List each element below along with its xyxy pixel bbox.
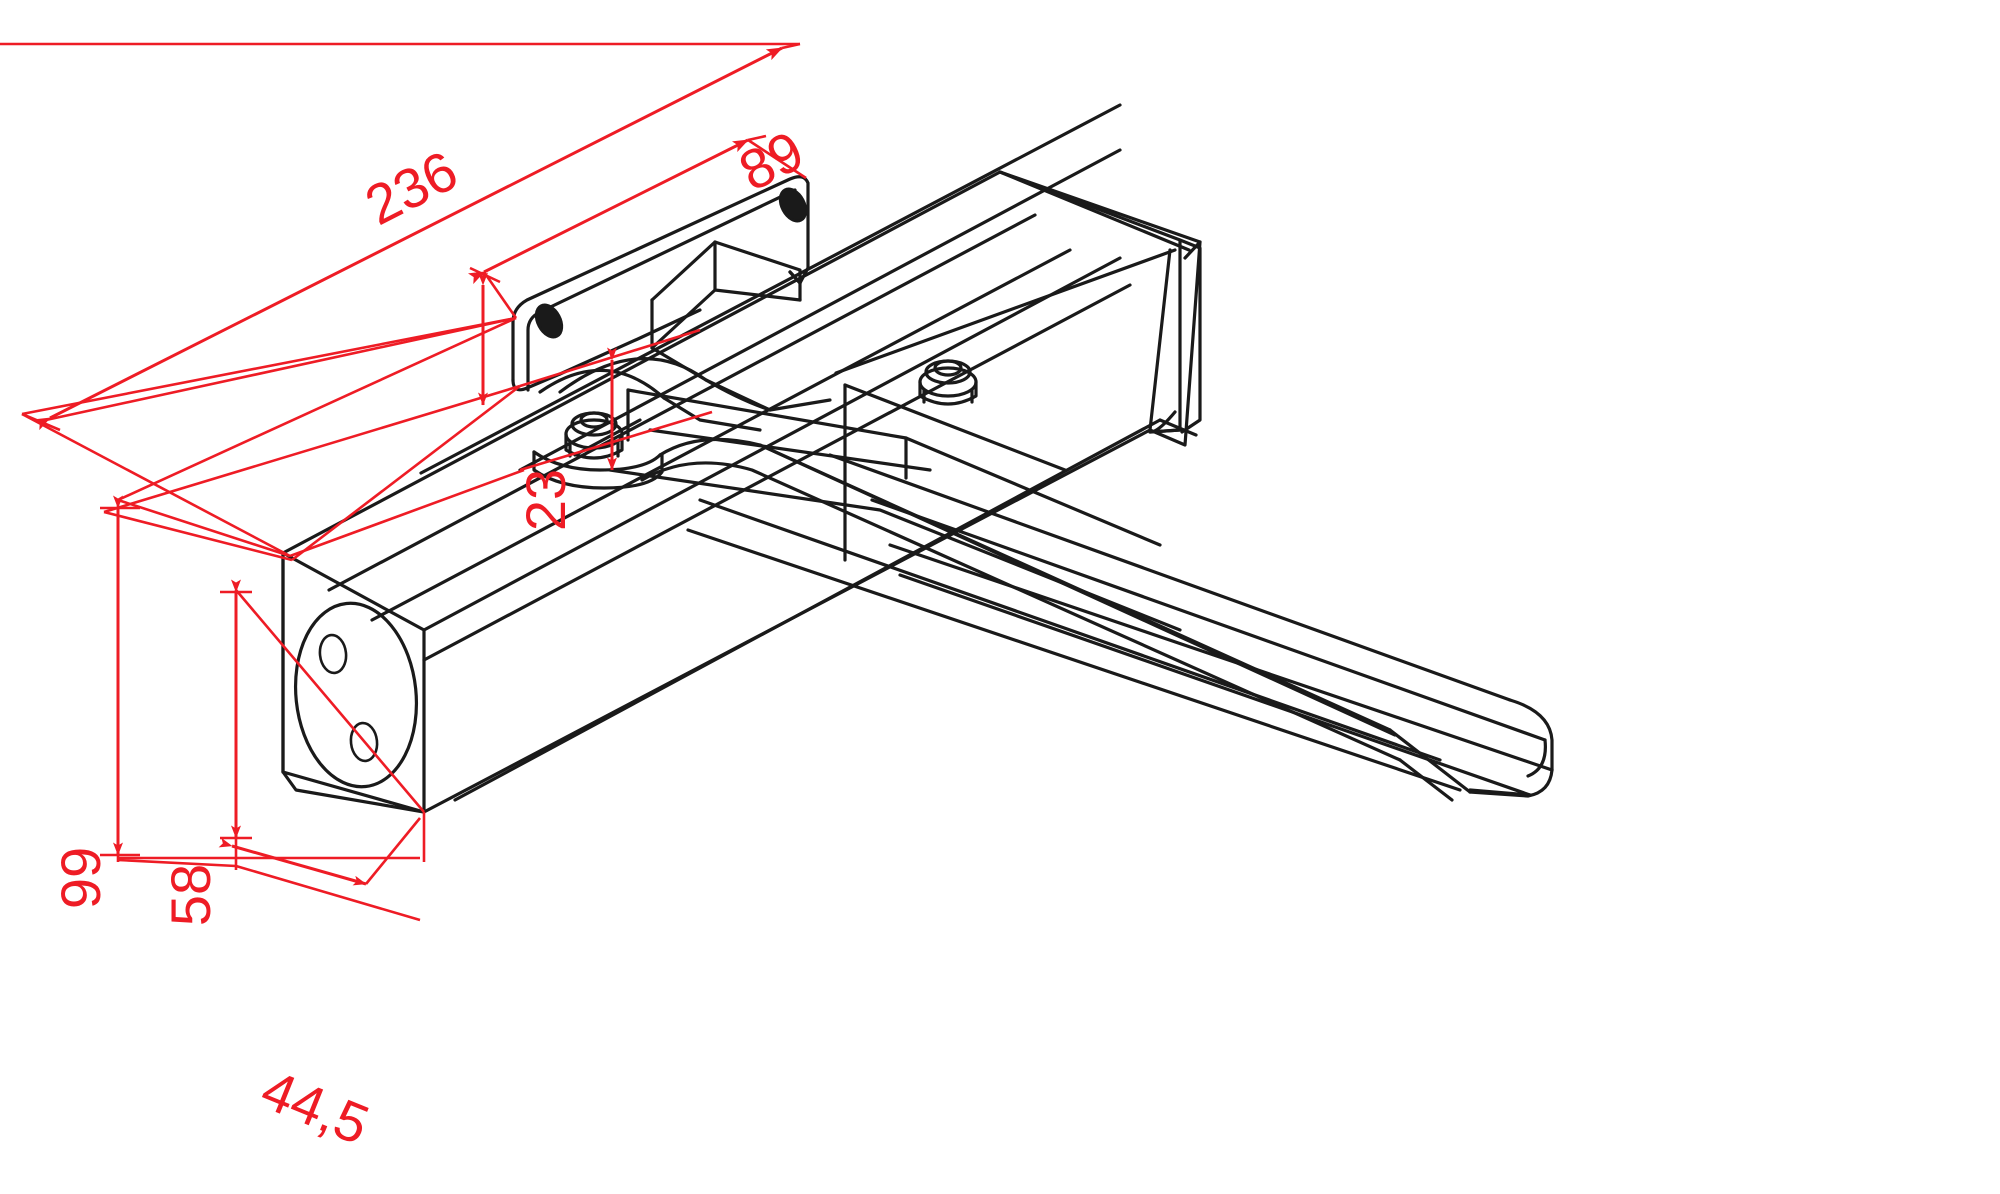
- bracket-hole-upper: [778, 187, 808, 223]
- dimension-bracket-offset: [467, 134, 807, 319]
- dimension-label-bracket-offset: 89: [729, 118, 813, 202]
- dimension-text-group: 236 89 23 99 58 44,5: [49, 118, 813, 1156]
- dimension-overall-length: [0, 42, 801, 558]
- dimension-body-height: [220, 579, 252, 840]
- valve-screw-rear: [918, 359, 978, 406]
- dimension-annotations: [0, 42, 807, 922]
- dimension-total-height: [100, 495, 420, 862]
- dimension-label-overall-length: 236: [355, 138, 467, 237]
- dimension-label-bracket-height: 23: [514, 469, 577, 531]
- pinion-plate: [293, 601, 419, 789]
- dimension-label-body-depth: 44,5: [253, 1057, 378, 1156]
- dimension-bracket-height: [478, 272, 713, 472]
- dimension-label-total-height: 99: [49, 847, 112, 909]
- dimension-body-depth: [117, 812, 426, 922]
- dimension-label-body-height: 58: [159, 864, 222, 926]
- bracket-hole-lower: [534, 303, 564, 339]
- body-right-shoulder: [998, 170, 1202, 434]
- product-geometry: [281, 103, 1554, 814]
- slide-arm-long: [640, 437, 1554, 802]
